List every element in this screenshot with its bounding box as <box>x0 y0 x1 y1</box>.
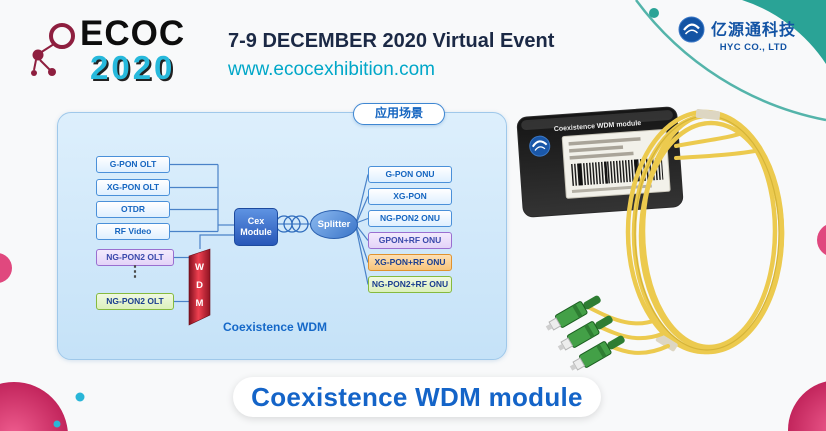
diagram-badge: 应用场景 <box>353 103 445 125</box>
hyc-logo-icon <box>678 16 705 43</box>
cex-module-box: Cex Module <box>234 208 278 246</box>
wdm-input-box-ngpon2-olt-2: NG-PON2 OLT <box>96 293 174 310</box>
cyan-dot <box>75 392 85 402</box>
input-box-rf-video: RF Video <box>96 223 170 240</box>
output-box-xgpon: XG-PON <box>368 188 452 205</box>
product-title-banner: Coexistence WDM module <box>233 377 601 417</box>
teal-dot <box>649 8 659 18</box>
product-title: Coexistence WDM module <box>251 381 583 412</box>
diagram-connections <box>170 163 369 326</box>
cex-module-line1: Cex <box>247 216 265 226</box>
output-box-ngpon2-rf-onu: NG-PON2+RF ONU <box>368 276 452 293</box>
wdm-letter-w: W <box>195 262 204 273</box>
wdm-letter-d: D <box>196 280 203 291</box>
coil-tape-bottom <box>655 333 678 352</box>
hyc-logo: 亿源通科技 HYC CO., LTD <box>678 16 796 53</box>
coil-tape-top <box>695 108 721 121</box>
ecoc-logo-word: ECOC <box>80 14 186 53</box>
input-box-otdr: OTDR <box>96 201 170 218</box>
teal-corner-shape <box>742 0 826 64</box>
product-photo-graphic: Coexistence WDM module <box>516 106 785 371</box>
output-box-gpon-onu: G-PON ONU <box>368 166 452 183</box>
wire-lines <box>170 163 369 303</box>
event-title: 7-9 DECEMBER 2020 Virtual Event <box>228 30 555 52</box>
hyc-name-en: HYC CO., LTD <box>719 42 788 53</box>
input-box-gpon-olt: G-PON OLT <box>96 156 170 173</box>
pink-circle-bottom-right <box>788 381 826 431</box>
sc-apc-connector-2 <box>557 315 613 351</box>
event-url: www.ecocexhibition.com <box>228 59 435 80</box>
output-box-gpon-rf-onu: GPON+RF ONU <box>368 232 452 249</box>
ecoc-molecule-icon <box>31 23 75 76</box>
hyc-name-cn: 亿源通科技 <box>711 22 797 39</box>
pink-circle-bottom-left <box>0 382 68 431</box>
teal-arc-line <box>634 0 826 122</box>
hyc-names: 亿源通科技 HYC CO., LTD <box>711 16 796 53</box>
cex-module-line2: Module <box>240 227 272 237</box>
ecoc-logo-year: 2020 <box>90 49 176 86</box>
wdm-letter-m: M <box>195 298 204 309</box>
ecoc-logo: ECOC 2020 <box>26 12 216 96</box>
pink-dot-right-edge <box>817 225 826 255</box>
fiber-coil <box>625 109 785 355</box>
wdm-bar-label: W D M <box>189 259 210 313</box>
diagram-caption: Coexistence WDM <box>222 320 328 334</box>
input-box-xgpon-olt: XG-PON OLT <box>96 179 170 196</box>
splitter-node: Splitter <box>310 210 358 239</box>
sc-apc-connector-1 <box>545 295 601 331</box>
event-info: 7-9 DECEMBER 2020 Virtual Event www.ecoc… <box>228 30 554 81</box>
wdm-input-box-ngpon2-olt-1: NG-PON2 OLT <box>96 249 174 266</box>
wdm-bar-shape <box>188 248 211 326</box>
vertical-ellipsis: ⋮ <box>127 263 143 280</box>
sc-apc-connector-3 <box>569 335 625 371</box>
output-box-ngpon2-onu: NG-PON2 ONU <box>368 210 452 227</box>
module-logo-icon <box>529 135 551 157</box>
output-box-xgpon-rf-onu: XG-PON+RF ONU <box>368 254 452 271</box>
product-photo: Coexistence WDM module <box>508 88 818 393</box>
application-scenario-diagram: 应用场景 G-PON OLT XG-PON OLT OTDR RF Video … <box>57 103 507 360</box>
pink-dot-left-edge <box>0 253 12 283</box>
cyan-dot-small <box>53 420 61 428</box>
